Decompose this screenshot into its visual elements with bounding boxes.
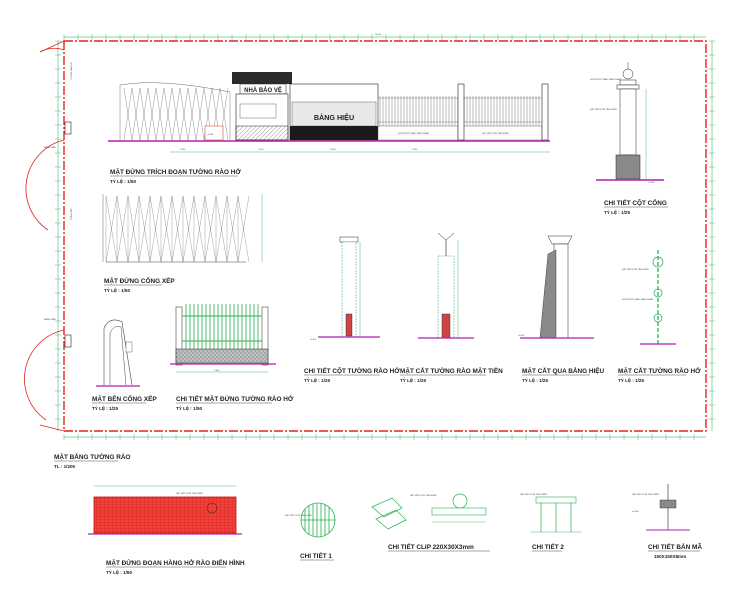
title-detail-2: CHI TIẾT 2 [532,541,564,551]
title-plan: MẶT BẰNG TƯỜNG RÀO [54,452,130,461]
level-marker-right: -0.300 [207,134,214,136]
open-fence-dim: 2,400 [214,370,220,372]
side-gate-detail: MẶT BÊN CỔNG XẾP TỶ LỆ : 1/25 [92,319,157,411]
title-elevation: MẶT ĐỨNG TRÍCH ĐOẠN TƯỜNG RÀO HỞ [110,167,241,176]
title-section-sign: MẶT CẮT QUA BẢNG HIỆU [522,366,605,375]
title-gate-column: CHI TIẾT CỘT CỔNG [604,197,667,207]
section-sign-board: -0.450 MẶT CẮT QUA BẢNG HIỆU TỶ LỆ : 1/2… [518,235,605,383]
scale-open-fence: TỶ LỆ : 1/50 [176,404,202,411]
gate-col-note-b: SẮT HỘP SƠN TĨNH ĐIỆN [590,108,617,111]
scale-section-front: TỶ LỆ : 1/25 [400,376,426,383]
typical-panel-elevation: SẮT HỘP SƠN TĨNH ĐIỆN MẶT ĐỨNG ĐOẠN HÀNG… [88,485,245,575]
scale-plate: 150X150X8mm [654,554,686,559]
title-section-open: MẶT CẮT TƯỜNG RÀO HỞ [618,366,701,375]
guard-house-label: NHÀ BẢO VỆ [244,86,282,94]
scale-section-open: TỶ LỆ : 1/25 [618,376,644,383]
elev-dim-b: 1,200 [258,149,264,151]
gate-col-level: -0.300 [648,182,655,184]
base-plate-detail: SẮT HỘP SƠN TĨNH ĐIỆN ±0.000 CHI TIẾT BẢ… [632,484,702,559]
overall-dimension: 15,000 [375,34,382,36]
note-paint-elevation: SƠN NƯỚC MÀU VÀNG NHẠT [398,132,430,135]
clip-detail: SẮT HỘP SƠN TĨNH ĐIỆN CHI TIẾT CLIP 220X… [371,493,490,552]
title-col-open-fence: CHI TIẾT CỘT TƯỜNG RÀO HỞ [304,365,400,375]
plan-label-side: BẢNG HIỆU [44,318,56,321]
title-section-front: MẶT CẮT TƯỜNG RÀO MẶT TIỀN [400,365,503,375]
title-detail-1: CHI TIẾT 1 [300,550,332,560]
sign-board: BẢNG HIỆU [289,83,379,141]
title-panel: MẶT ĐỨNG ĐOẠN HÀNG HỞ RÀO ĐIỂN HÌNH [106,558,245,567]
plan-label-main: BẢNG HIỆU [44,146,56,149]
gate-column-detail: -0.300 SƠN NƯỚC MÀU VÀNG NHẠT SẮT HỘP SƠ… [590,62,668,215]
title-folding-gate: MẶT ĐỨNG CỔNG XẾP [104,275,175,285]
section-front-fence: MẶT CẮT TƯỜNG RÀO MẶT TIỀN TỶ LỆ : 1/25 [400,232,503,383]
panel-note: SẮT HỘP SƠN TĨNH ĐIỆN [176,492,203,495]
detail-one: SẮT HỘP SƠN TĨNH ĐIỆN CHI TIẾT 1 [285,502,336,561]
plate-note-b: ±0.000 [632,511,639,513]
scale-side-gate: TỶ LỆ : 1/25 [92,404,118,411]
scale-plan: TL : 1/200 [54,464,76,469]
sign-board-label: BẢNG HIỆU [314,113,354,122]
detail2-note: SẮT HỘP SƠN TĨNH ĐIỆN [520,493,547,496]
fence-elevation: -0.300 NHÀ BẢO VỆ BẢNG HIỆU SƠN NƯỚC MÀU… [108,72,550,184]
detail-two: SẮT HỘP SƠN TĨNH ĐIỆN CHI TIẾT 2 [520,493,582,552]
elev-dim-c: 3,000 [330,149,336,151]
note-steel-elevation: SẮT HỘP SƠN TĨNH ĐIỆN [482,132,509,135]
scale-section-sign: TỶ LỆ : 1/25 [522,376,548,383]
open-sec-note-b: SƠN NƯỚC MÀU VÀNG NHẠT [622,298,654,301]
plan-label-wall: TƯỜNG RÀO HỞ [70,62,73,80]
clip-note: SẮT HỘP SƠN TĨNH ĐIỆN [410,494,437,497]
title-open-fence: CHI TIẾT MẶT ĐỨNG TƯỜNG RÀO HỞ [176,393,294,403]
scale-panel: TỶ LỆ : 1/50 [106,568,132,575]
folding-gate-detail: MẶT ĐỨNG CỔNG XẾP TỶ LỆ : 1/50 [102,194,263,293]
plan-label-gate: CỔNG XẾP [70,208,73,220]
open-sec-note-a: SẮT HỘP SƠN TĨNH ĐIỆN [622,268,649,271]
scale-folding-gate: TỶ LỆ : 1/50 [104,286,130,293]
open-fence-elevation-detail: 2,400 CHI TIẾT MẶT ĐỨNG TƯỜNG RÀO HỞ TỶ … [170,304,294,411]
sign-section-level: -0.450 [518,335,525,337]
column-open-fence-detail: -0.450 CHI TIẾT CỘT TƯỜNG RÀO HỞ TỶ LỆ :… [304,236,400,383]
site-boundary: 15,000 BẢNG HIỆU BẢNG HIỆU TƯỜNG RÀO HỞ … [24,34,715,440]
title-clip: CHI TIẾT CLIP 220X30X3mm [388,541,474,551]
gate-col-note-a: SƠN NƯỚC MÀU VÀNG NHẠT [590,78,622,81]
col-open-level: -0.450 [310,339,317,341]
scale-elevation: TỶ LỆ : 1/50 [110,177,136,184]
elev-dim-a: 2,400 [180,149,186,151]
folding-gate-elevation [119,82,231,140]
detail1-note: SẮT HỘP SƠN TĨNH ĐIỆN [285,514,312,517]
section-open-fence: SẮT HỘP SƠN TĨNH ĐIỆN SƠN NƯỚC MÀU VÀNG … [618,250,701,383]
scale-col-open-fence: TỶ LỆ : 1/25 [304,376,330,383]
elev-dim-d: 1,500 [412,149,418,151]
title-side-gate: MẶT BÊN CỔNG XẾP [92,393,157,403]
plate-note-a: SẮT HỘP SƠN TĨNH ĐIỆN [632,493,659,496]
guard-house: NHÀ BẢO VỆ [232,72,292,141]
title-plate: CHI TIẾT BẢN MÃ [648,541,702,551]
scale-gate-column: TỶ LỆ : 1/25 [604,208,630,215]
